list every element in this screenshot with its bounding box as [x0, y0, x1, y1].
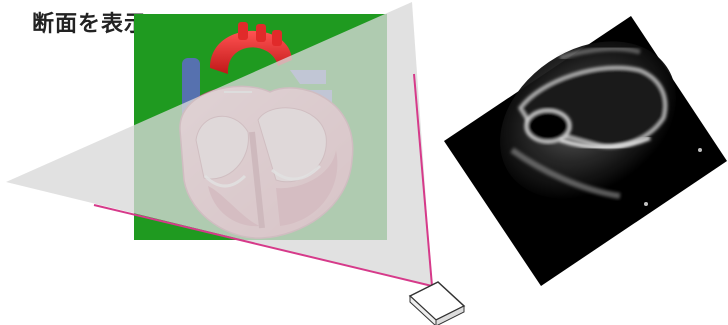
ultrasound-probe-icon — [410, 282, 464, 325]
echocardiogram-image — [444, 9, 727, 286]
